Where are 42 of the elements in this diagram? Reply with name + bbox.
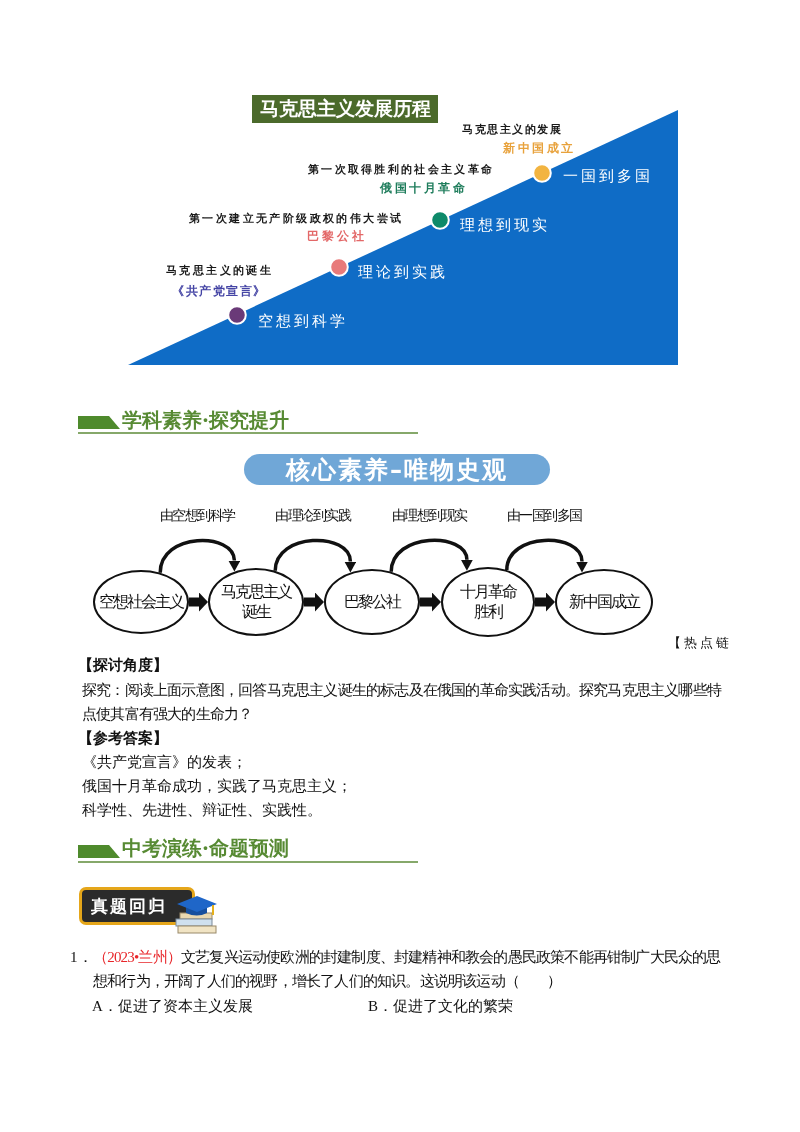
side-note: 【热点链 [668, 634, 732, 651]
milestone-note: 第一次建立无产阶级政权的伟大尝试 [189, 211, 404, 226]
milestone-note: 第一次取得胜利的社会主义革命 [308, 162, 495, 177]
answer-line: 科学性、先进性、辩证性、实践性。 [82, 800, 322, 821]
stage-text: 一国到多国 [563, 167, 653, 185]
event-label: 新中国成立 [503, 140, 576, 156]
block-arrow [420, 592, 441, 612]
block-arrow [189, 592, 208, 612]
answer-option: A．促进了资本主义发展 [92, 994, 253, 1018]
block-arrow [535, 592, 555, 612]
stage-ellipse: 马克思主义诞生 [208, 568, 304, 636]
event-label: 巴黎公社 [307, 228, 367, 244]
edge-label: 由理论到实践 [273, 505, 353, 525]
answer-line: 俄国十月革命成功，实践了马克思主义； [82, 776, 352, 797]
milestone-note: 马克思主义的诞生 [166, 263, 274, 278]
section-heading: 中考演练·命题预测 [122, 836, 289, 860]
curved-arrow [158, 538, 241, 573]
answer-option: B．促进了文化的繁荣 [368, 994, 513, 1018]
question-paragraph: 探究：阅读上面示意图，回答马克思主义诞生的标志及在俄国的革命实践活动。探究马克思主义哪些特点使其富有强大的生命力？ [82, 680, 723, 725]
stage-ellipse: 空想社会主义 [93, 570, 189, 634]
stage-text: 空想到科学 [258, 312, 348, 330]
milestone-note: 马克思主义的发展 [462, 122, 562, 137]
section-badge: 真题回归 [79, 887, 195, 925]
answer-line: 《共产党宣言》的发表； [82, 752, 247, 773]
title-banner: 马克思主义发展历程 [252, 95, 438, 123]
topic-pill: 核心素养–唯物史观 [244, 454, 550, 485]
stage-ellipse: 十月革命胜利 [441, 567, 535, 637]
section-heading: 学科素养·探究提升 [122, 408, 289, 432]
event-label: 《共产党宣言》 [172, 283, 267, 299]
section-label: 【探讨角度】 [78, 655, 168, 676]
question-text: （2023•兰州）文艺复兴运动使欧洲的封建制度、封建精神和教会的愚民政策不能再钳制广大民众的思想和行为，开阔了人们的视野，增长了人们的知识。这说明该运动（ ） [93, 948, 722, 991]
stage-text: 理想到现实 [460, 216, 550, 234]
stage-text: 理论到实践 [358, 263, 448, 281]
stage-ellipse: 新中国成立 [555, 569, 653, 635]
question-number: 1． [70, 948, 93, 967]
event-label: 俄国十月革命 [380, 180, 467, 196]
curved-arrow [389, 538, 473, 573]
block-arrow [304, 592, 324, 612]
curved-arrow [505, 538, 588, 573]
curved-arrow [273, 538, 357, 573]
section-label: 【参考答案】 [78, 728, 168, 749]
stage-ellipse: 巴黎公社 [324, 569, 420, 635]
